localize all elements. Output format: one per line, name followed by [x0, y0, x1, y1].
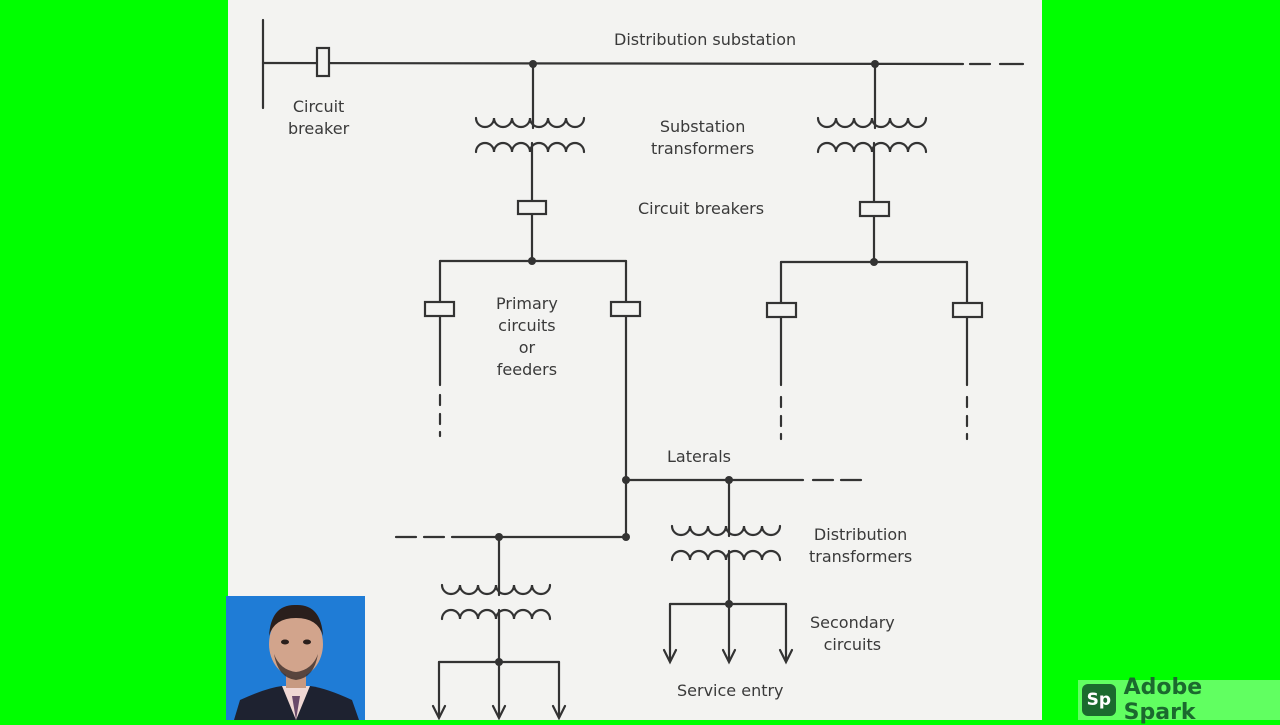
feeder-breaker-left — [516, 199, 548, 216]
presenter-webcam — [226, 596, 365, 720]
substation-transformer-right — [816, 60, 928, 264]
feeder-breaker-left-1 — [423, 300, 456, 318]
label-circuit-breakers: Circuit breakers — [638, 199, 765, 218]
spark-brand-name: Adobe Spark — [1123, 675, 1203, 725]
label-distribution-substation: Distribution substation — [614, 30, 797, 49]
one-line-diagram — [261, 18, 1025, 720]
adobe-spark-watermark: Sp Adobe Spark — [1078, 675, 1280, 725]
label-service-entry: Service entry — [677, 681, 784, 700]
distribution-transformer-left — [440, 533, 552, 664]
lateral-lower — [394, 533, 630, 541]
label-distribution-transformers: Distribution transformers — [809, 525, 913, 566]
label-substation-transformers: Substation transformers — [651, 117, 755, 158]
feeder-breaker-right-1 — [765, 301, 798, 319]
label-laterals: Laterals — [667, 447, 731, 466]
distribution-transformer-right — [670, 476, 782, 606]
feeder-breaker-left-2 — [609, 300, 642, 318]
label-primary-circuits: Primary circuits or feeders — [496, 294, 558, 379]
feeder-breaker-right-2 — [951, 301, 984, 319]
main-circuit-breaker — [315, 46, 331, 78]
secondary-circuits-right — [662, 600, 794, 665]
presenter-avatar — [226, 596, 365, 720]
primary-feeders-right — [779, 258, 969, 441]
spark-logo-icon: Sp — [1082, 684, 1116, 716]
label-circuit-breaker: Circuit breaker — [288, 97, 350, 138]
feeder-breaker-right — [858, 200, 891, 218]
secondary-circuits-left — [431, 658, 567, 720]
substation-bus — [261, 18, 1025, 110]
lateral-upper — [622, 476, 863, 484]
substation-transformer-left — [474, 60, 586, 263]
label-secondary-circuits: Secondary circuits — [810, 613, 895, 654]
